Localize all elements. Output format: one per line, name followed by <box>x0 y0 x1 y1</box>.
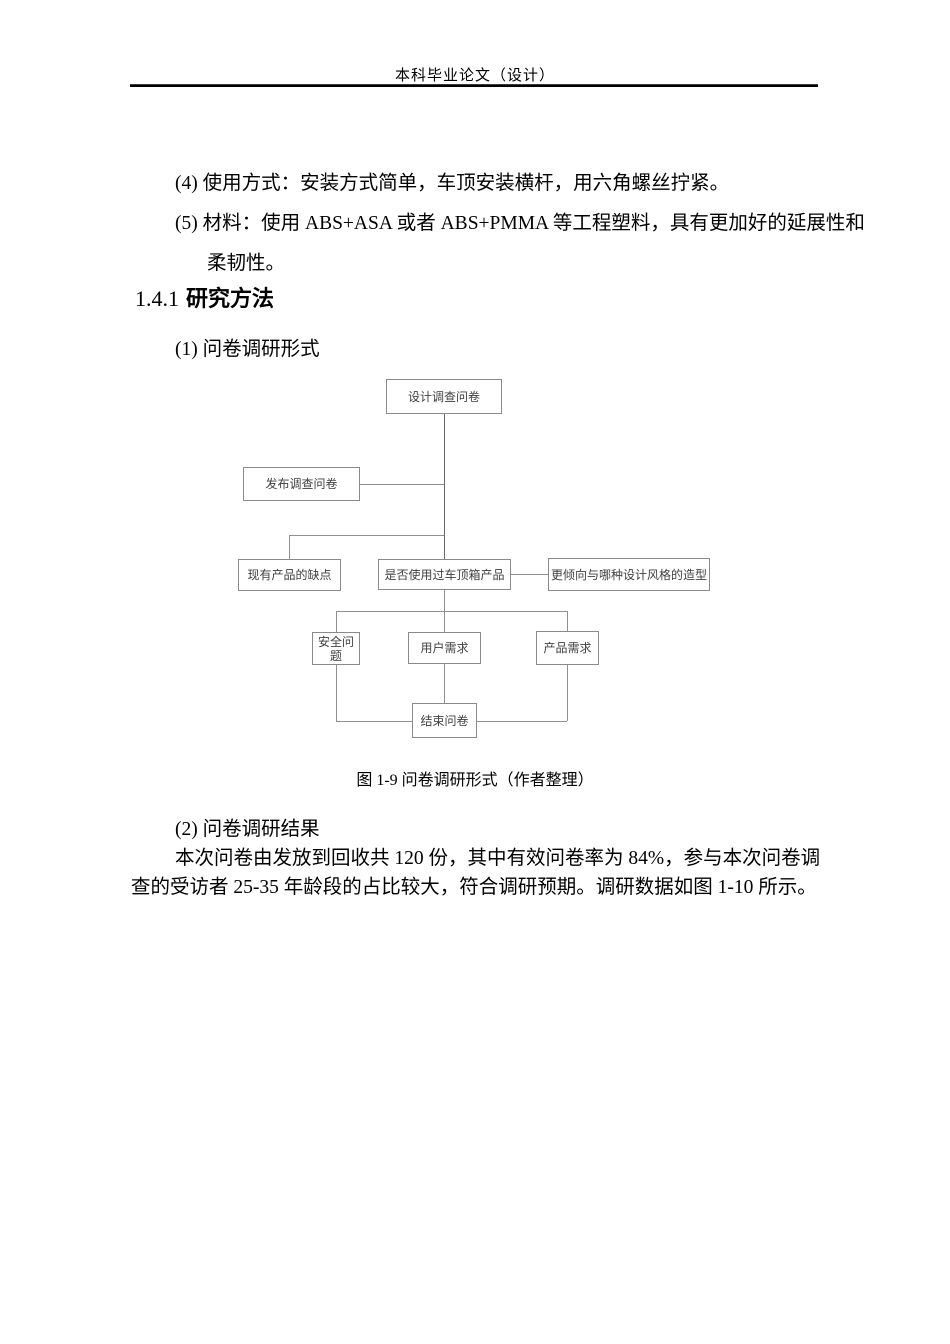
body-item-5-line2: 柔韧性。 <box>207 253 286 274</box>
subsection-1-label: (1) 问卷调研形式 <box>175 339 320 360</box>
section-heading-number: 1.4.1 <box>135 286 179 311</box>
connector-line <box>477 721 567 722</box>
section-heading-text: 研究方法 <box>186 286 275 311</box>
body-item-5-line1: (5) 材料：使用 ABS+ASA 或者 ABS+PMMA 等工程塑料，具有更加… <box>175 213 865 234</box>
flowchart-node-publish-questionnaire: 发布调查问卷 <box>243 467 360 501</box>
flowchart-node-user-needs: 用户需求 <box>408 632 481 664</box>
connector-line <box>289 535 444 536</box>
connector-line <box>511 574 548 575</box>
connector-line <box>567 665 568 721</box>
header-rule <box>130 84 818 87</box>
paragraph-line-1: 本次问卷由发放到回收共 120 份，其中有效问卷率为 84%，参与本次问卷调 <box>175 848 821 869</box>
connector-line <box>360 484 444 485</box>
flowchart-node-end-questionnaire: 结束问卷 <box>412 703 477 738</box>
page-header-title: 本科毕业论文（设计） <box>394 68 555 84</box>
flowchart-node-design-questionnaire: 设计调查问卷 <box>386 379 502 414</box>
connector-line <box>289 535 290 559</box>
flowchart-node-used-roofbox-before: 是否使用过车顶箱产品 <box>378 559 511 590</box>
connector-line <box>444 414 445 559</box>
flowchart-node-product-needs: 产品需求 <box>536 631 599 665</box>
figure-caption: 图 1-9 问卷调研形式（作者整理） <box>356 772 594 789</box>
connector-line <box>336 611 337 632</box>
flowchart-node-existing-product-defects: 现有产品的缺点 <box>238 559 341 591</box>
body-item-4: (4) 使用方式：安装方式简单，车顶安装横杆，用六角螺丝拧紧。 <box>175 173 730 194</box>
connector-line <box>336 721 412 722</box>
connector-line <box>336 665 337 721</box>
flowchart-node-preferred-design-style: 更倾向与哪种设计风格的造型 <box>548 558 710 591</box>
connector-line <box>567 611 568 631</box>
section-heading-1-4-1: 1.4.1 研究方法 <box>135 284 274 314</box>
subsection-2-label: (2) 问卷调研结果 <box>175 819 320 840</box>
connector-line <box>336 611 567 612</box>
paragraph-line-2: 查的受访者 25-35 年龄段的占比较大，符合调研预期。调研数据如图 1-10 … <box>131 877 817 898</box>
flowchart-node-safety-issues: 安全问题 <box>312 632 360 665</box>
connector-line <box>444 664 445 703</box>
